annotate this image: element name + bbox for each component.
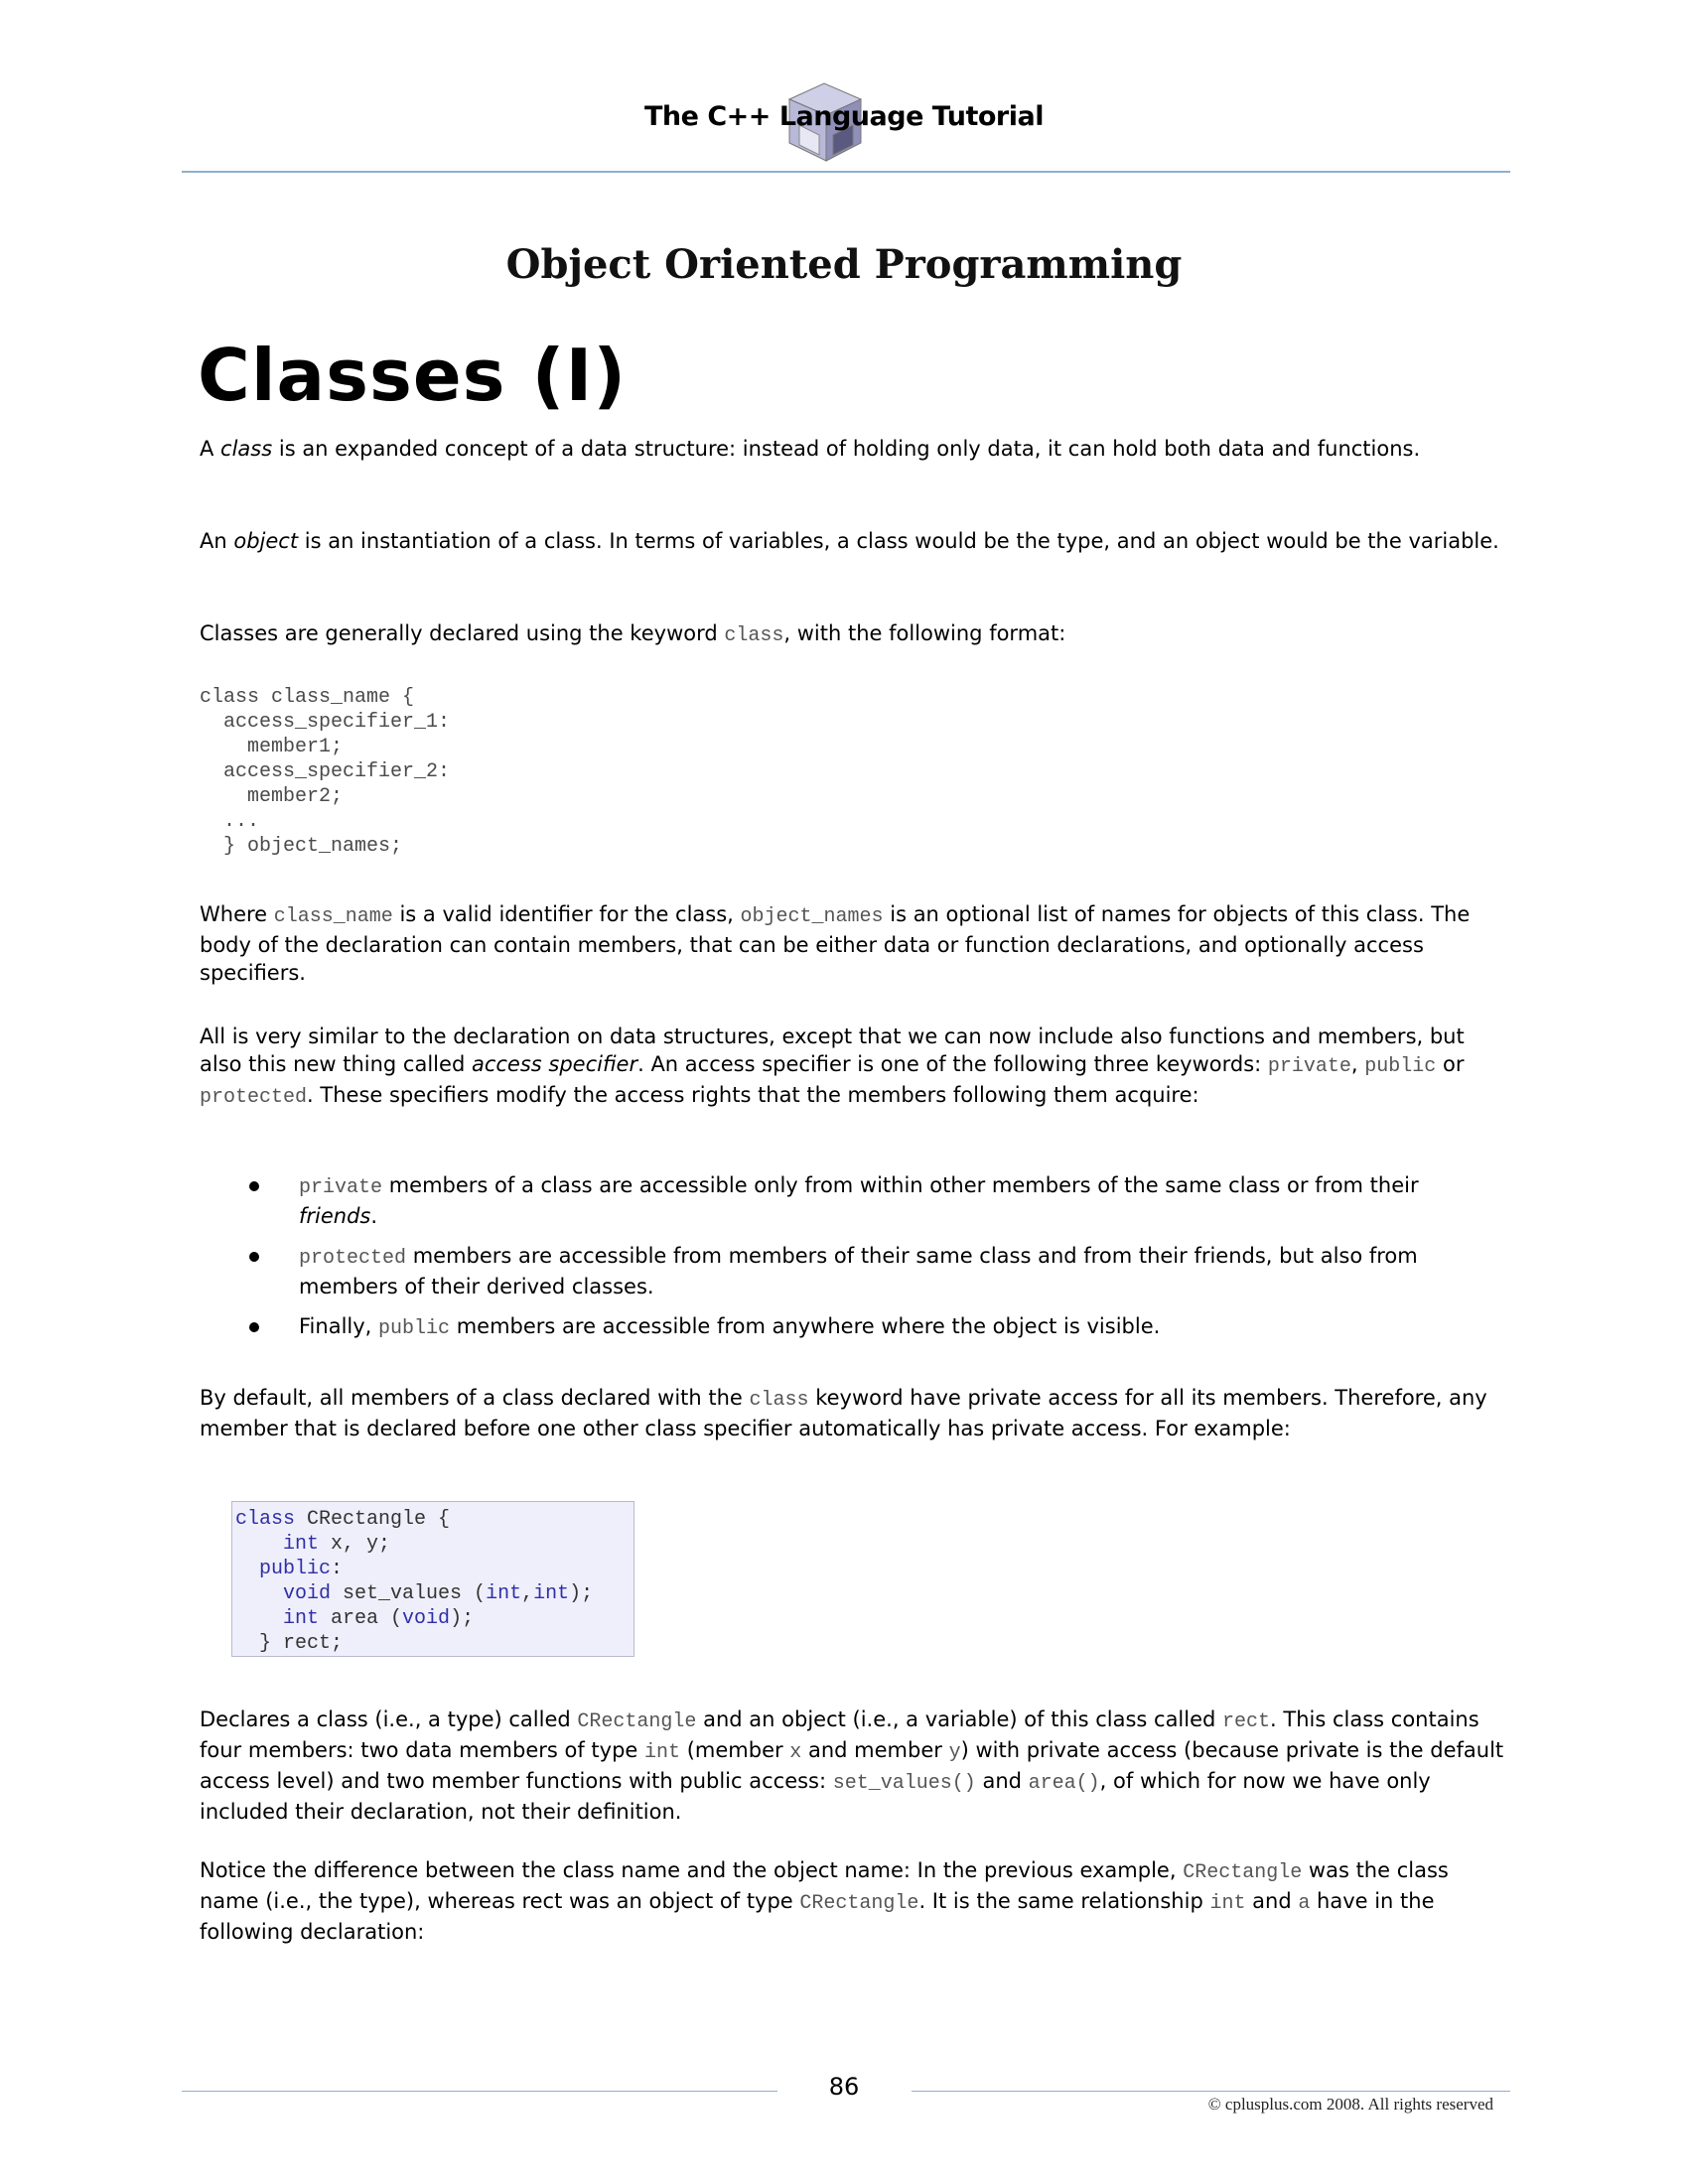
bullet-icon — [249, 1322, 259, 1332]
copyright-notice: © cplusplus.com 2008. All rights reserve… — [1207, 2095, 1493, 2114]
list-item: private members of a class are accessibl… — [200, 1171, 1441, 1230]
cube-logo-icon — [787, 82, 863, 162]
section-title: Classes (I) — [198, 334, 628, 417]
list-item: protected members are accessible from me… — [200, 1242, 1441, 1300]
code-block-class-format: class class_name { access_specifier_1: m… — [200, 686, 451, 858]
paragraph-declaration-intro: Classes are generally declared using the… — [200, 621, 1066, 647]
paragraph-class-definition: A class is an expanded concept of a data… — [200, 437, 1421, 461]
paragraph-class-vs-object: Notice the difference between the class … — [200, 1858, 1449, 1944]
bullet-icon — [249, 1252, 259, 1262]
paragraph-where: Where class_name is a valid identifier f… — [200, 902, 1471, 985]
header-title: The C++ Language Tutorial — [644, 101, 1044, 132]
chapter-title: Object Oriented Programming — [505, 241, 1183, 288]
paragraph-declares-class: Declares a class (i.e., a type) called C… — [200, 1707, 1504, 1824]
list-item: Finally, public members are accessible f… — [200, 1312, 1441, 1343]
code-example: class CRectangle { int x, y; public: voi… — [235, 1508, 594, 1655]
header-divider — [182, 171, 1510, 173]
footer-divider-right — [912, 2091, 1510, 2092]
paragraph-object-definition: An object is an instantiation of a class… — [200, 529, 1499, 553]
code-example-box: class CRectangle { int x, y; public: voi… — [231, 1501, 634, 1657]
access-specifier-list: private members of a class are accessibl… — [200, 1171, 1490, 1355]
footer-divider-left — [182, 2091, 777, 2092]
page-number: 86 — [828, 2073, 860, 2101]
bullet-icon — [249, 1181, 259, 1191]
paragraph-default-access: By default, all members of a class decla… — [200, 1386, 1487, 1440]
paragraph-access-specifiers: All is very similar to the declaration o… — [200, 1024, 1465, 1109]
